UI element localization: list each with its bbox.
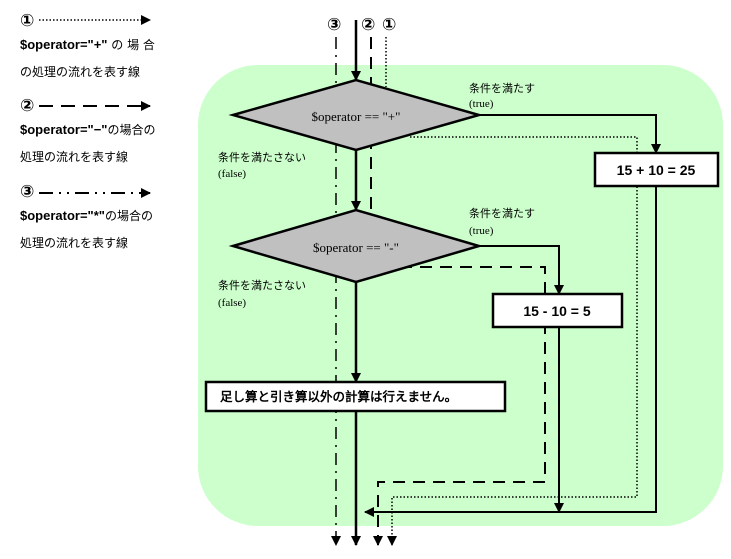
decision-plus	[228, 78, 484, 152]
true-paren-2: (true)	[469, 225, 494, 237]
true-label-2: 条件を満たす	[469, 206, 535, 220]
result-plus-text: 15 + 10 = 25	[617, 162, 696, 178]
result-plus-box	[593, 151, 720, 188]
top-marker-1: ①	[382, 15, 396, 35]
legend-text-1a: の 場 合	[107, 38, 155, 52]
top-marker-2: ②	[361, 15, 375, 35]
legend-operator-3: $operator="*"	[20, 208, 105, 223]
true-label-1: 条件を満たす	[469, 81, 535, 95]
legend-operator-1: $operator="+"	[20, 37, 108, 52]
result-minus-text: 15 - 10 = 5	[523, 303, 591, 319]
top-marker-3: ③	[327, 15, 341, 35]
false-label-2: 条件を満たさない	[218, 278, 306, 292]
result-other-box	[204, 380, 507, 413]
legend-operator-2: $operator="−"	[20, 122, 108, 137]
true-paren-1: (true)	[469, 98, 494, 110]
legend-item-1: ① $operator="+" の 場 合 の処理の流れを表す線	[20, 12, 155, 80]
decision-minus	[228, 208, 484, 284]
decision-plus-text: $operator == "+"	[312, 109, 401, 124]
legend-marker-2: ②	[20, 96, 35, 116]
result-other-text: 足し算と引き算以外の計算は行えません。	[220, 389, 457, 404]
decision-minus-text: $operator == "-"	[313, 240, 399, 255]
legend-marker-3: ③	[20, 182, 35, 202]
path-2-line	[373, 266, 546, 546]
legend-item-3: ③ $operator="*"の場合の 処理の流れを表す線	[20, 183, 153, 251]
legend-text-2a: の場合の	[107, 123, 156, 137]
false-paren-1: (false)	[218, 168, 246, 180]
legend-text-1b: の処理の流れを表す線	[20, 65, 141, 79]
legend-text-3a: の場合の	[104, 209, 153, 223]
result-minus-box	[491, 292, 624, 329]
legend-text-3b: 処理の流れを表す線	[20, 236, 129, 250]
false-paren-2: (false)	[218, 297, 246, 309]
true-branch-1	[479, 114, 661, 154]
merge-line-plus	[364, 186, 657, 517]
legend-text-2b: 処理の流れを表す線	[20, 150, 129, 164]
legend-marker-1: ①	[20, 11, 35, 31]
legend-item-2: ② $operator="−"の場合の 処理の流れを表す線	[20, 97, 156, 165]
flow-region	[198, 65, 723, 526]
true-branch-2	[479, 245, 564, 295]
legend-line-samples	[39, 15, 151, 198]
false-label-1: 条件を満たさない	[218, 150, 306, 164]
